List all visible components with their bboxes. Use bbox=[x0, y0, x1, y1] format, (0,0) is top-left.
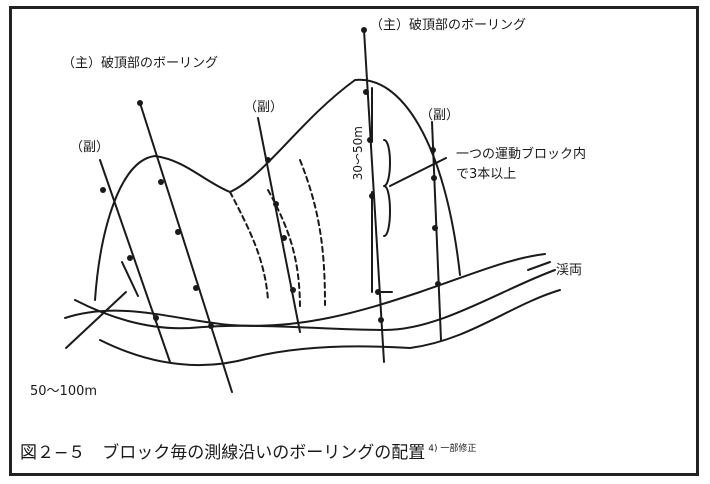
label-main-left: （主）破頂部のボーリング bbox=[62, 56, 219, 71]
label-sub-left: （副） bbox=[70, 140, 110, 155]
borehole-sub-right bbox=[431, 121, 442, 341]
caption-text: 図２−５ ブロック毎の測線沿いのボーリングの配置 bbox=[20, 443, 426, 463]
borehole-main-left bbox=[139, 102, 233, 393]
label-spacing-vertical: 30〜50m bbox=[351, 126, 365, 181]
spacing-leader bbox=[65, 291, 127, 349]
ground-line-2 bbox=[74, 269, 556, 331]
block-boundary-1 bbox=[229, 191, 269, 301]
landslide-outline bbox=[94, 78, 461, 301]
borehole-sub-left bbox=[99, 159, 171, 363]
label-sub-mid: （副） bbox=[244, 100, 284, 115]
borehole-sub-mid bbox=[257, 117, 301, 333]
block-boundary-3 bbox=[299, 159, 326, 306]
label-river: 渓両 bbox=[556, 263, 583, 278]
ground-line-1 bbox=[64, 253, 546, 327]
label-spacing-horizontal: 50〜100m bbox=[30, 384, 98, 399]
label-main-top: （主）破頂部のボーリング bbox=[370, 18, 527, 33]
boring-points bbox=[100, 27, 441, 329]
label-block-note-2: で3本以上 bbox=[456, 167, 517, 182]
label-sub-right: （副） bbox=[420, 108, 460, 123]
caption-superscript: 4) 一部修正 bbox=[428, 444, 477, 455]
spacing-marker bbox=[121, 261, 139, 297]
ground-line-3 bbox=[99, 289, 561, 367]
figure-frame bbox=[9, 6, 699, 476]
river-leader bbox=[527, 261, 551, 271]
label-block-note-1: 一つの運動ブロック内 bbox=[456, 147, 587, 162]
